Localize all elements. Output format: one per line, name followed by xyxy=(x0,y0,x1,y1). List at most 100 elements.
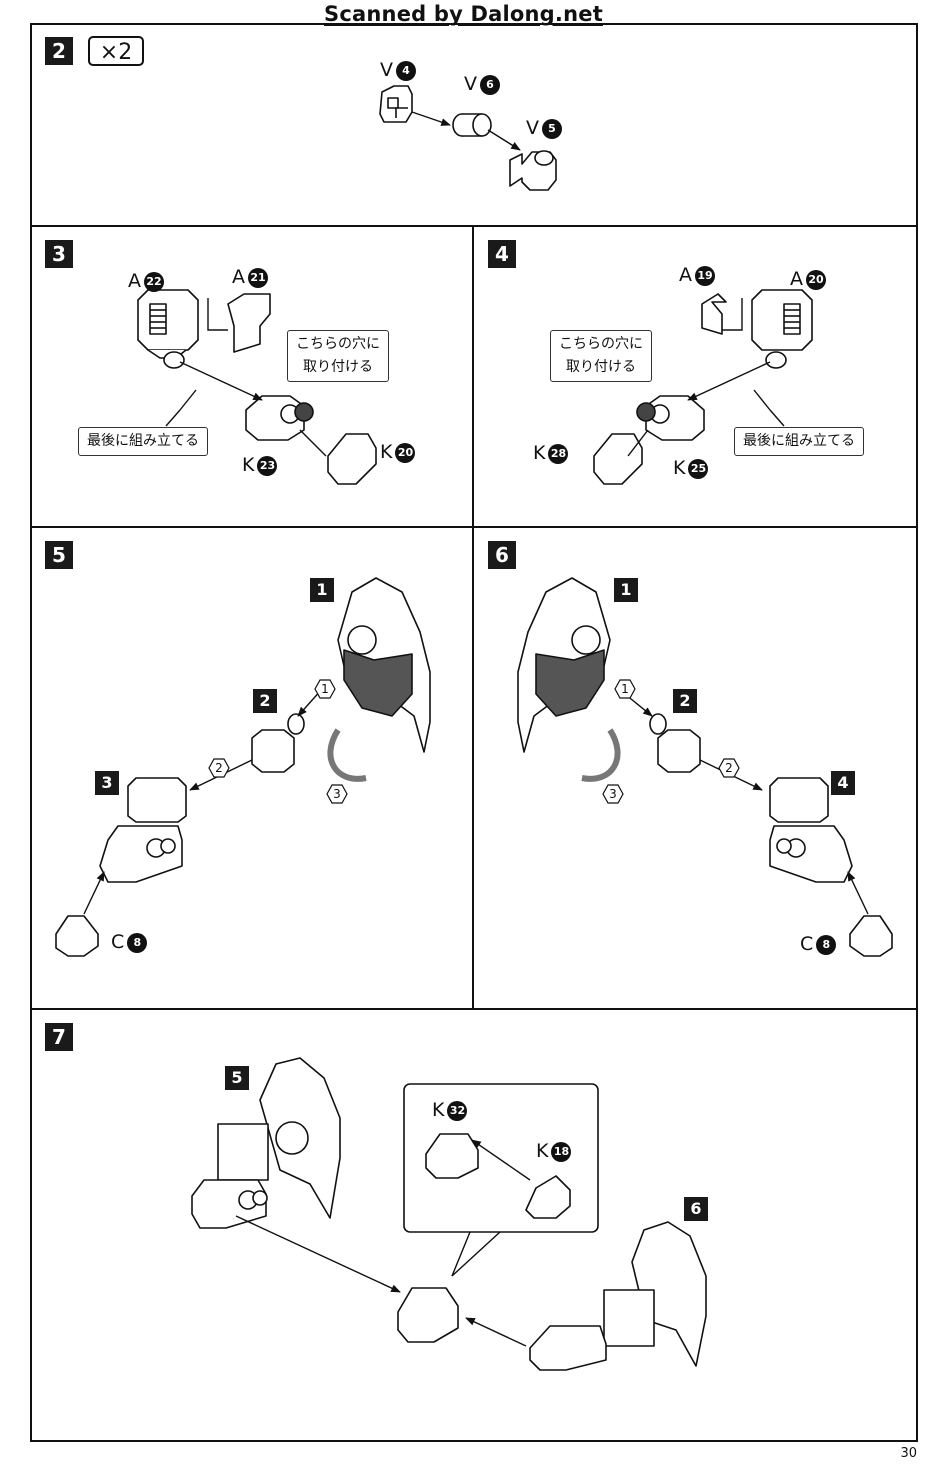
part-number: 23 xyxy=(257,455,278,476)
order-number: 3 xyxy=(609,787,617,801)
part-number: 28 xyxy=(548,443,569,464)
part-number: 6 xyxy=(480,74,500,95)
part-number: 22 xyxy=(144,271,164,292)
divider xyxy=(472,225,474,1008)
part-number: 4 xyxy=(396,60,416,81)
sub-assembly-6: 6 xyxy=(684,1197,708,1221)
note-assemble-last: 最後に組み立てる xyxy=(734,427,864,456)
order-2: 2 xyxy=(208,757,230,779)
hexagon-icon xyxy=(314,679,336,699)
hexagon-icon xyxy=(326,784,348,804)
sub-assembly-2: 2 xyxy=(673,689,697,713)
part-letter: V xyxy=(526,117,539,139)
note-attach-hole: こちらの穴に取り付ける xyxy=(550,330,652,382)
part-letter: V xyxy=(464,73,477,95)
step6-drawing xyxy=(517,577,893,957)
watermark-text: Scanned by Dalong.net xyxy=(324,2,603,26)
step5-drawing xyxy=(55,577,431,957)
sub-assembly-1: 1 xyxy=(614,578,638,602)
order-3: 3 xyxy=(602,783,624,805)
part-number: 18 xyxy=(551,1141,572,1162)
order-number: 3 xyxy=(333,787,341,801)
divider xyxy=(30,225,918,227)
part-letter: C xyxy=(800,933,814,955)
hexagon-icon xyxy=(718,758,740,778)
part-letter: A xyxy=(232,266,245,288)
step-number-3: 3 xyxy=(45,240,73,268)
part-letter: K xyxy=(536,1140,549,1162)
hexagon-icon xyxy=(614,679,636,699)
step-number-4: 4 xyxy=(488,240,516,268)
order-1: 1 xyxy=(614,678,636,700)
part-number: 25 xyxy=(688,458,709,479)
part-v6-drawing xyxy=(452,113,492,137)
note-line: 最後に組み立てる xyxy=(743,433,855,449)
hexagon-icon xyxy=(208,758,230,778)
part-letter: V xyxy=(380,59,393,81)
part-number: 8 xyxy=(127,932,148,953)
watermark: Scanned by Dalong.net xyxy=(0,2,927,26)
note-attach-hole: こちらの穴に取り付ける xyxy=(287,330,389,382)
order-number: 2 xyxy=(725,761,733,775)
part-letter: K xyxy=(533,442,546,464)
order-number: 1 xyxy=(621,682,629,696)
part-number: 5 xyxy=(542,118,562,139)
part-letter: K xyxy=(380,441,393,463)
hexagon-icon xyxy=(602,784,624,804)
part-number: 19 xyxy=(695,265,715,286)
part-number: 20 xyxy=(806,269,826,290)
step-number-2: 2 xyxy=(45,37,73,65)
note-assemble-last: 最後に組み立てる xyxy=(78,427,208,456)
divider xyxy=(30,1008,918,1010)
step-number-7: 7 xyxy=(45,1023,73,1051)
page-number: 30 xyxy=(900,1446,917,1461)
part-v4-drawing xyxy=(379,85,413,123)
part-number: 8 xyxy=(816,934,837,955)
quantity-multiplier: ×2 xyxy=(88,36,144,66)
step7-drawing xyxy=(191,1057,707,1371)
part-letter: A xyxy=(679,264,692,286)
sub-assembly-3: 3 xyxy=(95,771,119,795)
note-line: こちらの穴に xyxy=(296,336,380,352)
part-number: 20 xyxy=(395,442,416,463)
order-number: 2 xyxy=(215,761,223,775)
part-v5-drawing xyxy=(509,150,557,191)
note-line: 取り付ける xyxy=(566,359,636,375)
step-number-6: 6 xyxy=(488,541,516,569)
note-line: 最後に組み立てる xyxy=(87,433,199,449)
sub-assembly-5: 5 xyxy=(225,1066,249,1090)
order-2: 2 xyxy=(718,757,740,779)
order-3: 3 xyxy=(326,783,348,805)
step4-drawing xyxy=(593,289,813,485)
step3-drawing xyxy=(137,289,377,485)
order-1: 1 xyxy=(314,678,336,700)
sub-assembly-4: 4 xyxy=(831,771,855,795)
part-letter: A xyxy=(128,270,141,292)
instruction-frame xyxy=(30,23,918,1442)
note-line: こちらの穴に xyxy=(559,336,643,352)
part-letter: A xyxy=(790,268,803,290)
sub-assembly-1: 1 xyxy=(310,578,334,602)
part-letter: K xyxy=(673,457,686,479)
part-number: 21 xyxy=(248,267,268,288)
order-number: 1 xyxy=(321,682,329,696)
note-line: 取り付ける xyxy=(303,359,373,375)
divider xyxy=(30,526,918,528)
part-number: 32 xyxy=(447,1100,468,1121)
